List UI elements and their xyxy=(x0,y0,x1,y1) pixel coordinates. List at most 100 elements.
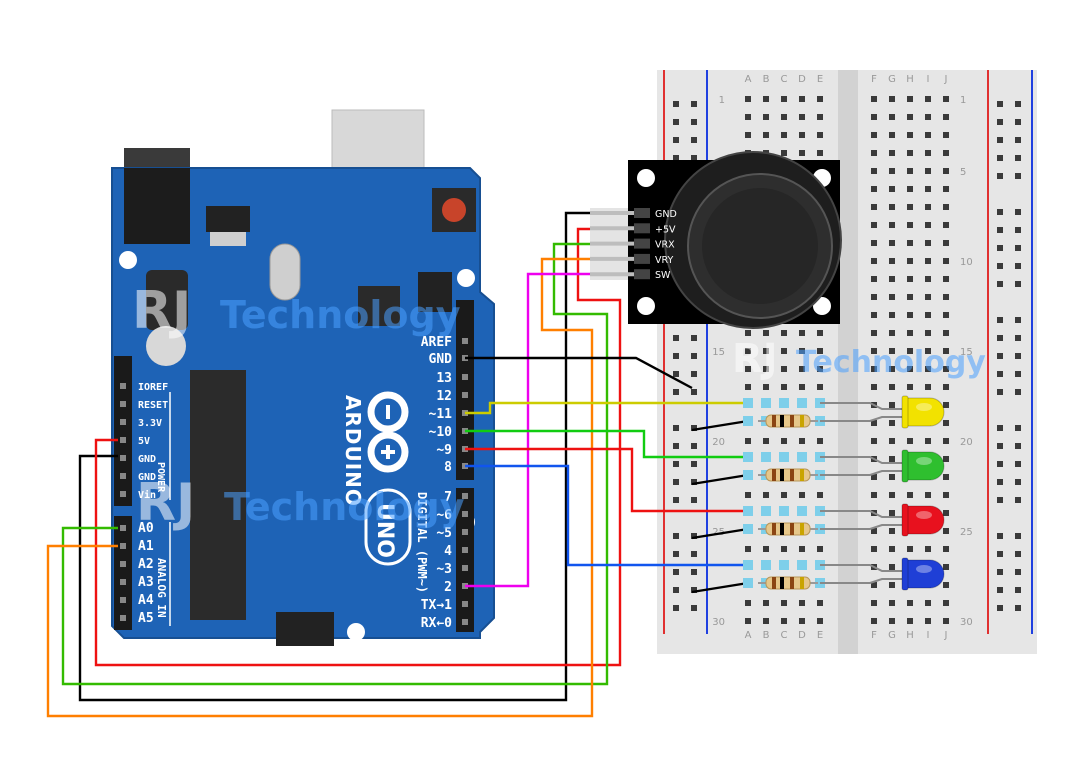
breadboard-hole[interactable] xyxy=(799,384,805,390)
rail-hole[interactable] xyxy=(997,353,1003,359)
breadboard-hole[interactable] xyxy=(889,312,895,318)
breadboard-hole[interactable] xyxy=(763,492,769,498)
rail-hole[interactable] xyxy=(1015,533,1021,539)
breadboard-hole[interactable] xyxy=(781,348,787,354)
breadboard-hole[interactable] xyxy=(907,96,913,102)
breadboard-hole[interactable] xyxy=(799,546,805,552)
rail-hole[interactable] xyxy=(691,389,697,395)
rail-hole[interactable] xyxy=(997,245,1003,251)
breadboard-hole[interactable] xyxy=(889,204,895,210)
rail-hole[interactable] xyxy=(1015,443,1021,449)
reset-button-cap[interactable] xyxy=(442,198,466,222)
rail-hole[interactable] xyxy=(1015,281,1021,287)
rail-hole[interactable] xyxy=(691,137,697,143)
breadboard-hole[interactable] xyxy=(889,348,895,354)
rail-hole[interactable] xyxy=(1015,389,1021,395)
breadboard-hole[interactable] xyxy=(889,240,895,246)
rail-hole[interactable] xyxy=(673,443,679,449)
rail-hole[interactable] xyxy=(673,137,679,143)
rail-hole[interactable] xyxy=(997,569,1003,575)
breadboard-hole[interactable] xyxy=(925,222,931,228)
breadboard-hole[interactable] xyxy=(925,204,931,210)
rail-hole[interactable] xyxy=(997,335,1003,341)
rail-hole[interactable] xyxy=(673,389,679,395)
rail-hole[interactable] xyxy=(1015,263,1021,269)
breadboard-hole[interactable] xyxy=(871,528,877,534)
breadboard-hole[interactable] xyxy=(943,276,949,282)
breadboard-hole[interactable] xyxy=(925,546,931,552)
breadboard-hole[interactable] xyxy=(871,348,877,354)
header-pin[interactable] xyxy=(120,473,126,479)
rail-hole[interactable] xyxy=(1015,155,1021,161)
breadboard-hole[interactable] xyxy=(781,546,787,552)
breadboard-hole[interactable] xyxy=(925,312,931,318)
rail-hole[interactable] xyxy=(673,461,679,467)
breadboard-hole[interactable] xyxy=(943,456,949,462)
rail-hole[interactable] xyxy=(673,425,679,431)
breadboard-hole[interactable] xyxy=(817,348,823,354)
rail-hole[interactable] xyxy=(691,461,697,467)
breadboard-hole[interactable] xyxy=(943,330,949,336)
rail-hole[interactable] xyxy=(997,263,1003,269)
breadboard-hole[interactable] xyxy=(799,132,805,138)
breadboard-hole[interactable] xyxy=(943,240,949,246)
breadboard-hole[interactable] xyxy=(925,186,931,192)
header-pin[interactable] xyxy=(120,543,126,549)
breadboard-hole[interactable] xyxy=(781,600,787,606)
rail-hole[interactable] xyxy=(997,587,1003,593)
breadboard-hole[interactable] xyxy=(943,294,949,300)
rail-hole[interactable] xyxy=(997,227,1003,233)
rail-hole[interactable] xyxy=(1015,227,1021,233)
breadboard-hole[interactable] xyxy=(943,222,949,228)
breadboard-hole[interactable] xyxy=(889,294,895,300)
breadboard-hole[interactable] xyxy=(889,438,895,444)
rail-hole[interactable] xyxy=(997,425,1003,431)
breadboard-hole[interactable] xyxy=(943,600,949,606)
breadboard-hole[interactable] xyxy=(889,330,895,336)
breadboard-hole[interactable] xyxy=(871,168,877,174)
rail-hole[interactable] xyxy=(673,335,679,341)
breadboard-hole[interactable] xyxy=(817,546,823,552)
rail-hole[interactable] xyxy=(691,335,697,341)
breadboard-hole[interactable] xyxy=(817,366,823,372)
rail-hole[interactable] xyxy=(1015,119,1021,125)
breadboard-hole[interactable] xyxy=(871,294,877,300)
breadboard-hole[interactable] xyxy=(763,618,769,624)
rail-hole[interactable] xyxy=(1015,137,1021,143)
breadboard-hole[interactable] xyxy=(925,618,931,624)
breadboard-hole[interactable] xyxy=(907,294,913,300)
breadboard-hole[interactable] xyxy=(943,348,949,354)
breadboard-hole[interactable] xyxy=(871,384,877,390)
header-pin[interactable] xyxy=(462,529,468,535)
header-pin[interactable] xyxy=(120,437,126,443)
breadboard-hole[interactable] xyxy=(745,132,751,138)
rail-hole[interactable] xyxy=(673,533,679,539)
breadboard-hole[interactable] xyxy=(925,240,931,246)
rail-hole[interactable] xyxy=(997,155,1003,161)
breadboard-hole[interactable] xyxy=(943,186,949,192)
breadboard-hole[interactable] xyxy=(781,366,787,372)
breadboard-hole[interactable] xyxy=(799,348,805,354)
breadboard-hole[interactable] xyxy=(889,384,895,390)
breadboard-hole[interactable] xyxy=(817,384,823,390)
breadboard-hole[interactable] xyxy=(889,276,895,282)
breadboard-hole[interactable] xyxy=(943,402,949,408)
breadboard-hole[interactable] xyxy=(763,330,769,336)
breadboard-hole[interactable] xyxy=(889,492,895,498)
breadboard-hole[interactable] xyxy=(925,600,931,606)
rail-hole[interactable] xyxy=(1015,605,1021,611)
breadboard-hole[interactable] xyxy=(889,366,895,372)
breadboard-hole[interactable] xyxy=(889,132,895,138)
breadboard-hole[interactable] xyxy=(925,132,931,138)
rail-hole[interactable] xyxy=(691,443,697,449)
header-pin[interactable] xyxy=(462,565,468,571)
breadboard-hole[interactable] xyxy=(907,366,913,372)
breadboard-hole[interactable] xyxy=(889,150,895,156)
breadboard-hole[interactable] xyxy=(817,600,823,606)
breadboard-hole[interactable] xyxy=(799,618,805,624)
rail-hole[interactable] xyxy=(1015,569,1021,575)
rail-hole[interactable] xyxy=(673,497,679,503)
breadboard-hole[interactable] xyxy=(907,204,913,210)
breadboard-hole[interactable] xyxy=(907,330,913,336)
breadboard-hole[interactable] xyxy=(871,204,877,210)
